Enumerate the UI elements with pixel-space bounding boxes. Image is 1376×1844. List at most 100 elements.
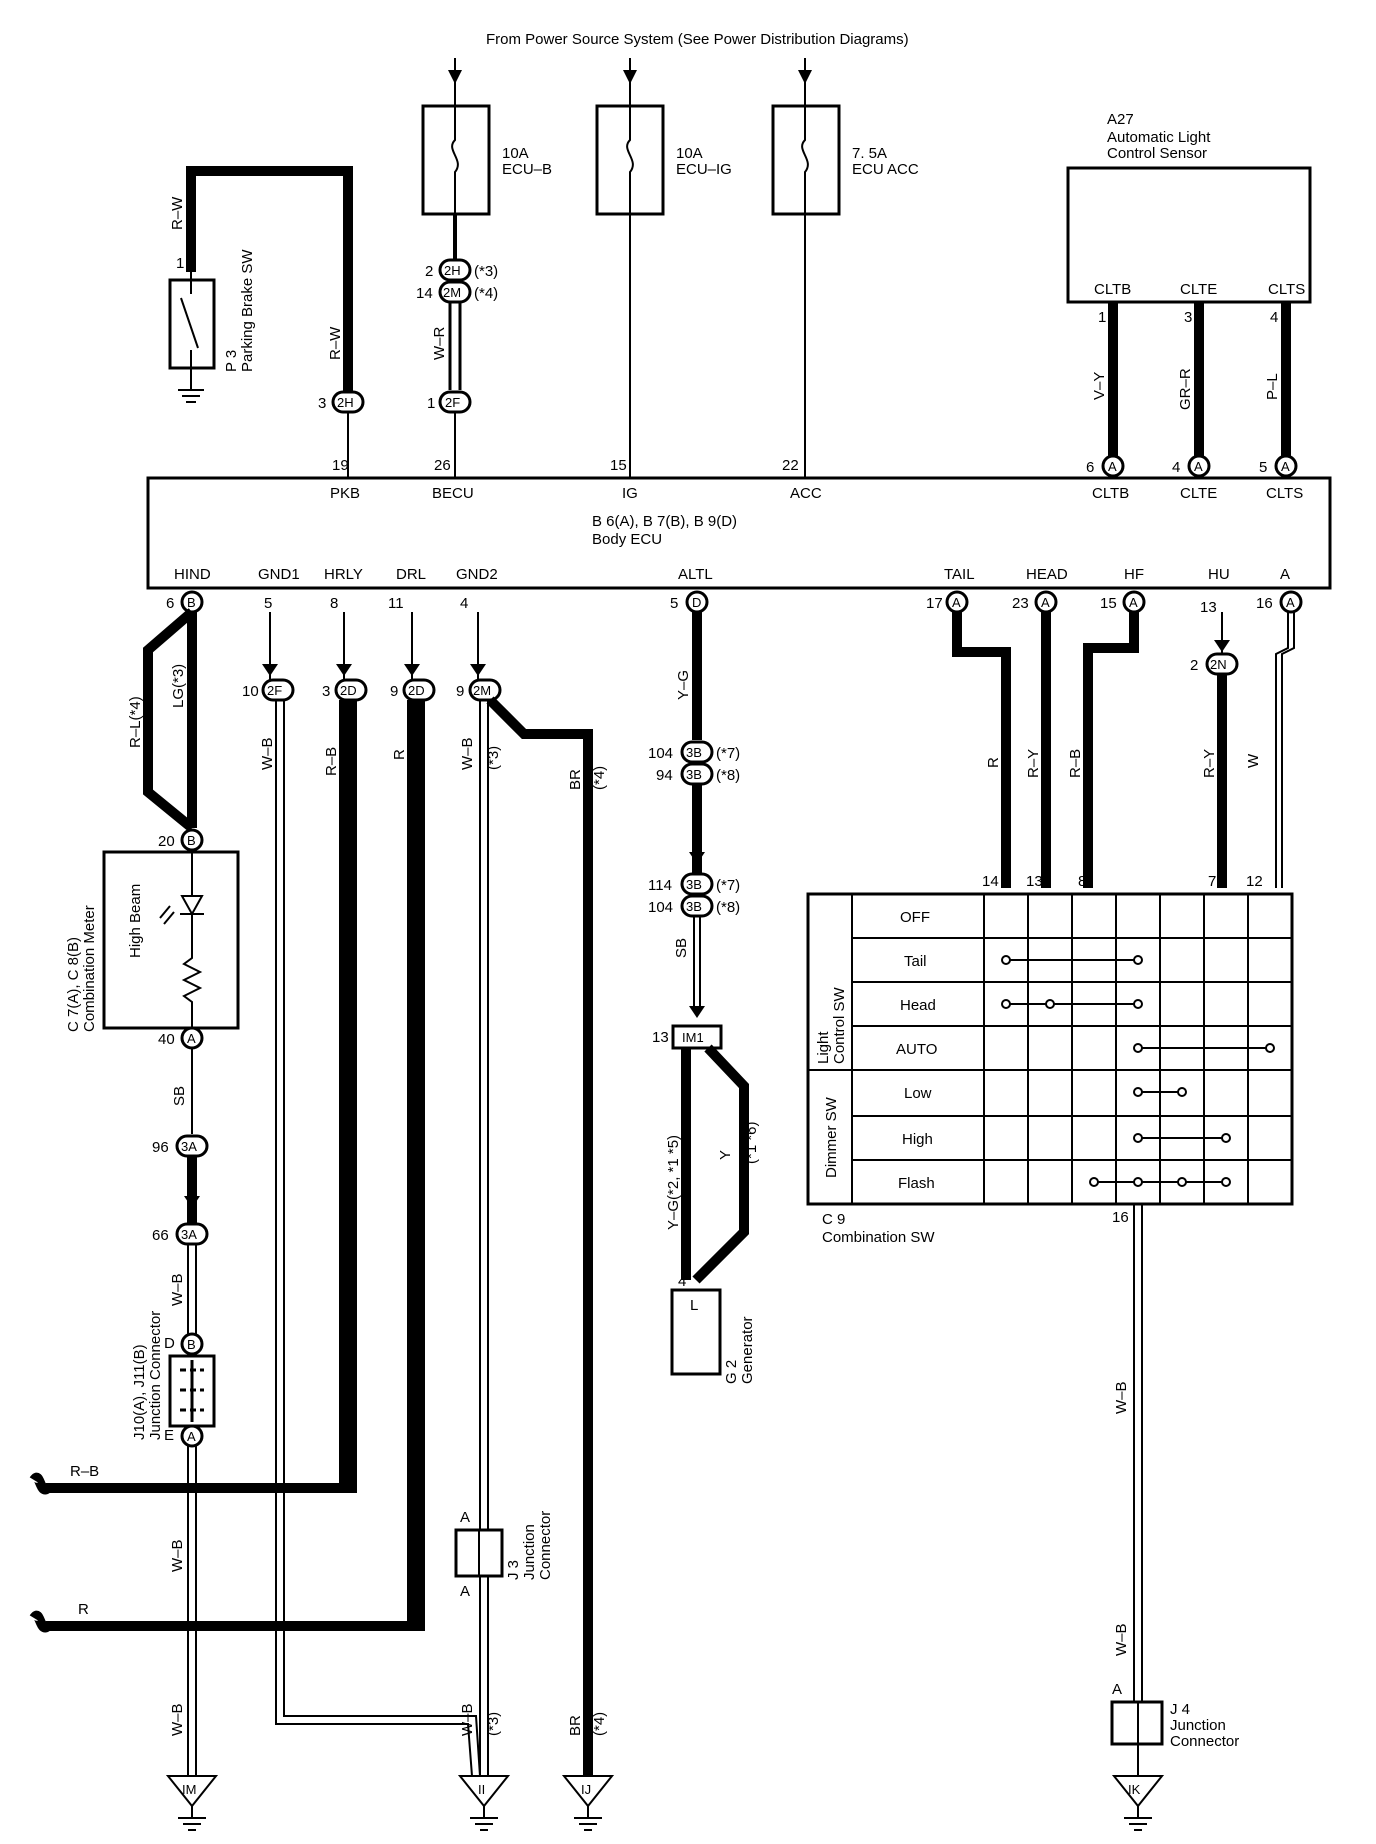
svg-text:R–B: R–B xyxy=(1067,749,1084,778)
svg-text:A27: A27 xyxy=(1107,111,1134,128)
svg-text:4: 4 xyxy=(460,595,468,612)
svg-text:19: 19 xyxy=(332,457,349,474)
svg-text:14: 14 xyxy=(982,873,999,890)
svg-text:8: 8 xyxy=(330,595,338,612)
svg-text:IK: IK xyxy=(1128,1782,1141,1797)
svg-text:4: 4 xyxy=(678,1273,686,1290)
svg-text:CLTS: CLTS xyxy=(1266,485,1303,502)
parking-brake-switch: R–W 1 P 3 Parking Brake SW xyxy=(168,166,353,403)
svg-text:(*1 *6): (*1 *6) xyxy=(743,1121,760,1164)
svg-text:2H: 2H xyxy=(444,263,461,278)
fuse-ecu-ig: 10A ECU–IG xyxy=(595,58,732,478)
svg-text:HU: HU xyxy=(1208,566,1230,583)
side-wires: R–B R xyxy=(29,700,425,1633)
svg-text:104: 104 xyxy=(648,899,673,916)
svg-text:(*3): (*3) xyxy=(485,1712,502,1736)
svg-text:High: High xyxy=(902,1131,933,1148)
fuse-ecu-acc-rating: 7. 5A xyxy=(852,145,887,162)
svg-text:B: B xyxy=(187,595,196,610)
svg-text:114: 114 xyxy=(648,877,672,894)
svg-text:13: 13 xyxy=(652,1029,669,1046)
svg-text:23: 23 xyxy=(1012,595,1029,612)
svg-text:Low: Low xyxy=(904,1085,932,1102)
svg-text:A: A xyxy=(1194,459,1203,474)
svg-text:2D: 2D xyxy=(340,683,357,698)
parking-brake-wire-top: R–W xyxy=(169,196,186,230)
svg-text:BECU: BECU xyxy=(432,485,474,502)
svg-text:A: A xyxy=(1112,1681,1122,1698)
svg-text:PKB: PKB xyxy=(330,485,360,502)
grounds-ii-ij: W–B (*3) BR (*4) II IJ xyxy=(457,1703,615,1831)
svg-text:IG: IG xyxy=(622,485,638,502)
fuse-ecu-b-name: ECU–B xyxy=(502,161,552,178)
svg-text:Y–G(*2, *1 *5): Y–G(*2, *1 *5) xyxy=(665,1135,682,1230)
svg-text:5: 5 xyxy=(670,595,678,612)
svg-text:Junction: Junction xyxy=(521,1524,538,1580)
svg-text:LG(*3): LG(*3) xyxy=(170,664,187,708)
svg-text:3B: 3B xyxy=(686,899,702,914)
svg-text:A: A xyxy=(460,1583,470,1600)
svg-text:10: 10 xyxy=(242,683,259,700)
svg-text:104: 104 xyxy=(648,745,673,762)
svg-text:R–Y: R–Y xyxy=(1025,749,1042,778)
svg-text:4: 4 xyxy=(1270,309,1278,326)
svg-text:2: 2 xyxy=(1190,657,1198,674)
svg-text:W–B: W–B xyxy=(169,1539,186,1572)
svg-text:CLTS: CLTS xyxy=(1268,281,1305,298)
switch-contacts xyxy=(1001,955,1275,1187)
svg-text:3: 3 xyxy=(1184,309,1192,326)
hind-wires: R–L(*4) LG(*3) xyxy=(127,608,197,832)
svg-text:1: 1 xyxy=(1098,309,1106,326)
svg-text:A: A xyxy=(952,595,961,610)
svg-text:13: 13 xyxy=(1026,873,1043,890)
svg-text:HEAD: HEAD xyxy=(1026,566,1068,583)
svg-text:DRL: DRL xyxy=(396,566,426,583)
svg-text:G 2: G 2 xyxy=(723,1360,740,1384)
svg-text:D: D xyxy=(692,595,701,610)
power-source-label: From Power Source System (See Power Dist… xyxy=(486,31,909,48)
svg-text:R–Y: R–Y xyxy=(1201,749,1218,778)
svg-text:40: 40 xyxy=(158,1031,175,1048)
svg-text:Control Sensor: Control Sensor xyxy=(1107,145,1207,162)
svg-text:IM1: IM1 xyxy=(682,1030,704,1045)
svg-text:2H: 2H xyxy=(337,395,354,410)
svg-text:(*8): (*8) xyxy=(716,899,740,916)
mid-connectors: 2F 10 2D 3 2D 9 2M 9 W–B R–B R W–B (*3) … xyxy=(242,612,608,1777)
fuse-ecu-acc: 7. 5A ECU ACC xyxy=(771,58,919,478)
svg-text:2F: 2F xyxy=(267,683,282,698)
svg-text:13: 13 xyxy=(1200,599,1217,616)
svg-text:II: II xyxy=(478,1782,485,1797)
svg-text:GND2: GND2 xyxy=(456,566,498,583)
svg-text:J10(A), J11(B): J10(A), J11(B) xyxy=(131,1344,148,1440)
svg-text:P 3: P 3 xyxy=(223,350,240,372)
combination-switch: Light Control SW Dimmer SW OFF Tail Head… xyxy=(806,892,1294,1206)
right-wires: R R–Y R–B 2 2N R–Y W 14 13 8 7 12 xyxy=(952,612,1295,890)
switch-ground-chain: W–B W–B A J 4 Junction Connector IK xyxy=(1110,1204,1239,1831)
svg-text:(*4): (*4) xyxy=(474,285,498,302)
svg-text:A: A xyxy=(187,1031,196,1046)
fuse-ecu-ig-name: ECU–IG xyxy=(676,161,732,178)
svg-text:C 7(A), C 8(B): C 7(A), C 8(B) xyxy=(65,937,82,1032)
svg-text:94: 94 xyxy=(656,767,673,784)
svg-text:22: 22 xyxy=(782,457,799,474)
svg-text:(*4): (*4) xyxy=(591,1712,608,1736)
svg-text:L: L xyxy=(690,1297,698,1314)
svg-text:Automatic Light: Automatic Light xyxy=(1107,129,1211,146)
connector-2f-top: 2F 1 xyxy=(427,390,472,414)
svg-text:A: A xyxy=(1129,595,1138,610)
svg-text:J 3: J 3 xyxy=(505,1560,522,1580)
junction-connector-j3: A A J 3 Junction Connector xyxy=(454,1509,554,1600)
svg-text:HF: HF xyxy=(1124,566,1144,583)
svg-text:Parking Brake SW: Parking Brake SW xyxy=(239,249,256,372)
svg-text:3B: 3B xyxy=(686,767,702,782)
svg-text:2M: 2M xyxy=(443,285,461,300)
svg-text:3: 3 xyxy=(322,683,330,700)
svg-text:HRLY: HRLY xyxy=(324,566,363,583)
fuse-ecu-b: 10A ECU–B xyxy=(421,58,552,262)
svg-text:V–Y: V–Y xyxy=(1091,372,1108,400)
svg-text:ALTL: ALTL xyxy=(678,566,713,583)
svg-text:CLTE: CLTE xyxy=(1180,485,1217,502)
svg-text:CLTB: CLTB xyxy=(1092,485,1129,502)
svg-text:3B: 3B xyxy=(686,877,702,892)
